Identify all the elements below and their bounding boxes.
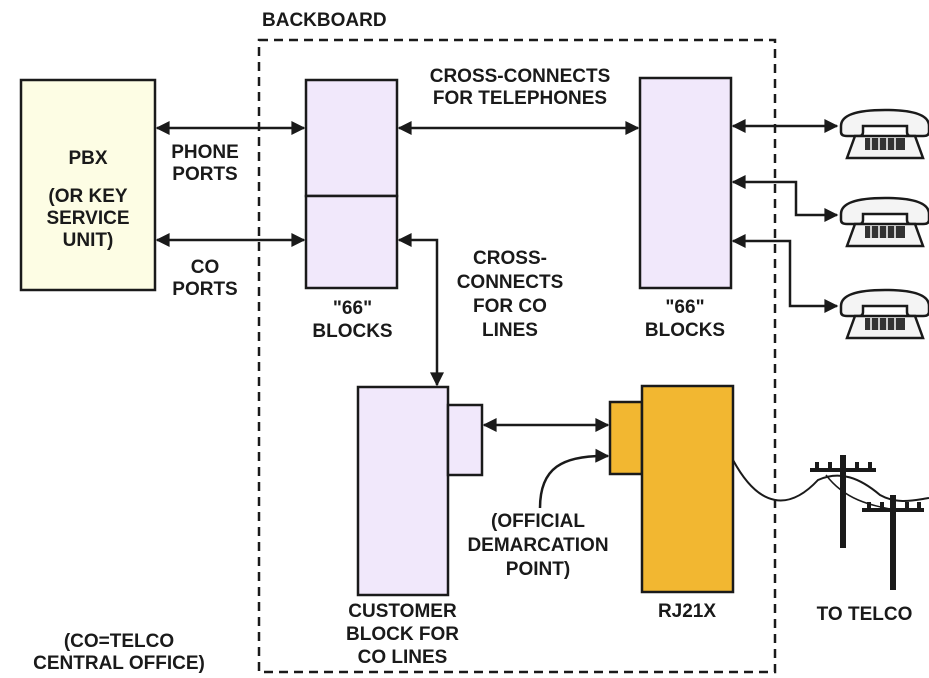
arrow-phone-2 — [731, 175, 839, 222]
customer-block-connector — [446, 403, 484, 477]
right-66-blocks-label-1: "66" — [665, 297, 705, 318]
pbx-label: PBX — [68, 148, 108, 169]
demarcation-point-label-3: POINT) — [505, 559, 571, 580]
left-66-blocks-label-1: "66" — [332, 298, 373, 319]
utility-pole-icon — [862, 495, 924, 590]
cross-connects-co-label-4: LINES — [482, 320, 538, 341]
right-66-blocks-label-2: BLOCKS — [644, 320, 726, 341]
backboard-title: BACKBOARD — [262, 10, 387, 31]
rj21x-label: RJ21X — [657, 601, 717, 622]
left-66-blocks-label-2: BLOCKS — [312, 321, 393, 342]
rj21x-block — [640, 384, 735, 594]
customer-block-label-3: CO LINES — [357, 647, 448, 668]
telephone-icon — [839, 196, 929, 248]
cross-connects-telephones-label-1: CROSS-CONNECTS — [429, 66, 611, 87]
telephone-icon — [839, 288, 929, 340]
left-66-block-top — [304, 78, 399, 198]
co-ports-label-2: PORTS — [172, 279, 238, 300]
phone-ports-label-1: PHONE — [171, 142, 239, 163]
to-telco-label: TO TELCO — [816, 604, 913, 625]
left-66-block-bottom — [304, 194, 399, 290]
arrow-phone-3 — [731, 234, 839, 313]
backboard-border — [257, 38, 777, 674]
customer-block-label-1: CUSTOMER — [348, 601, 457, 622]
footnote-label-2: CENTRAL OFFICE) — [33, 653, 205, 674]
cross-connects-telephones-label-2: FOR TELEPHONES — [432, 88, 608, 109]
customer-block — [356, 385, 450, 597]
co-ports-label-1: CO — [190, 257, 220, 278]
demarcation-point-label-1: (OFFICIAL — [491, 511, 585, 532]
telephone-icon — [839, 108, 929, 160]
demarcation-point-label-2: DEMARCATION — [467, 535, 609, 556]
telco-wire — [825, 474, 896, 511]
cross-connects-co-label-1: CROSS- — [473, 248, 547, 269]
utility-pole-icon — [810, 455, 876, 548]
pbx-sublabel-2: SERVICE — [46, 208, 130, 229]
right-66-block — [638, 76, 733, 290]
footnote-label-1: (CO=TELCO — [63, 631, 175, 652]
arrow-demarcation-point — [538, 448, 610, 509]
telco-wire — [732, 459, 929, 502]
pbx-box — [19, 78, 157, 292]
phone-ports-label-2: PORTS — [172, 164, 238, 185]
cross-connects-co-label-3: FOR CO — [473, 296, 547, 317]
pbx-sublabel-1: (OR KEY — [48, 186, 128, 207]
customer-block-label-2: BLOCK FOR — [346, 624, 459, 645]
pbx-sublabel-3: UNIT) — [62, 230, 114, 251]
cross-connects-co-label-2: CONNECTS — [456, 272, 564, 293]
arrow-cross-connect-co — [397, 233, 444, 387]
rj21x-connector — [608, 400, 644, 476]
